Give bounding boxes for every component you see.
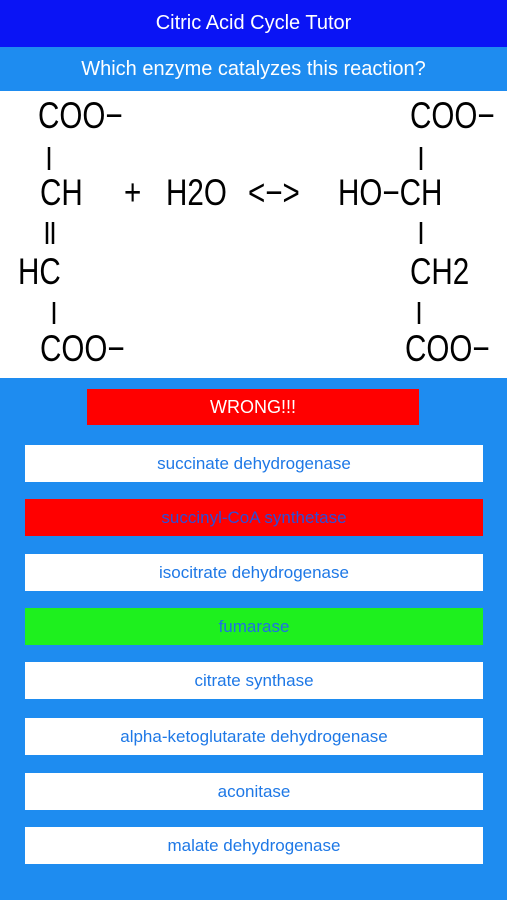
answer-button-isocitrate-dehydrogenase[interactable]: isocitrate dehydrogenase	[25, 554, 483, 591]
answer-button-malate-dehydrogenase[interactable]: malate dehydrogenase	[25, 827, 483, 864]
reaction-svg: COO− CH HC COO− + H2O <−> COO− HO−CH CH2…	[18, 96, 495, 370]
reactant-hc: HC	[18, 252, 61, 293]
answer-label: succinyl-CoA synthetase	[161, 507, 347, 527]
answer-button-succinyl-coa-synthetase[interactable]: succinyl-CoA synthetase	[25, 499, 483, 536]
answer-button-aconitase[interactable]: aconitase	[25, 773, 483, 810]
answer-button-succinate-dehydrogenase[interactable]: succinate dehydrogenase	[25, 445, 483, 482]
answer-label: fumarase	[218, 616, 290, 636]
app-title: Citric Acid Cycle Tutor	[155, 12, 352, 34]
reactant-bottom-group: COO−	[40, 329, 125, 370]
product-ch2: CH2	[410, 252, 469, 293]
question-text: Which enzyme catalyzes this reaction?	[81, 57, 426, 80]
equilibrium-arrow: <−>	[248, 173, 300, 214]
answer-label: aconitase	[217, 781, 291, 801]
feedback-text: WRONG!!!	[210, 396, 296, 417]
answer-button-alpha-ketoglutarate-dehydrogenase[interactable]: alpha-ketoglutarate dehydrogenase	[25, 718, 483, 755]
app-title-bar: Citric Acid Cycle Tutor	[0, 0, 507, 47]
answer-button-citrate-synthase[interactable]: citrate synthase	[25, 662, 483, 699]
feedback-banner: WRONG!!!	[87, 389, 419, 425]
product-bottom-group: COO−	[405, 329, 490, 370]
product-ho-ch: HO−CH	[338, 173, 442, 214]
answer-label: isocitrate dehydrogenase	[159, 562, 349, 582]
answer-label: citrate synthase	[194, 670, 314, 690]
water: H2O	[166, 173, 227, 214]
reaction-diagram: COO− CH HC COO− + H2O <−> COO− HO−CH CH2…	[0, 91, 507, 378]
reactant-top-group: COO−	[38, 96, 123, 137]
answer-label: succinate dehydrogenase	[157, 453, 351, 473]
answer-button-fumarase[interactable]: fumarase	[25, 608, 483, 645]
reactant-ch: CH	[40, 173, 83, 214]
answer-label: malate dehydrogenase	[167, 835, 341, 855]
answer-label: alpha-ketoglutarate dehydrogenase	[120, 726, 388, 746]
plus-sign: +	[124, 173, 141, 214]
question-bar: Which enzyme catalyzes this reaction?	[0, 47, 507, 91]
product-top-group: COO−	[410, 96, 495, 137]
